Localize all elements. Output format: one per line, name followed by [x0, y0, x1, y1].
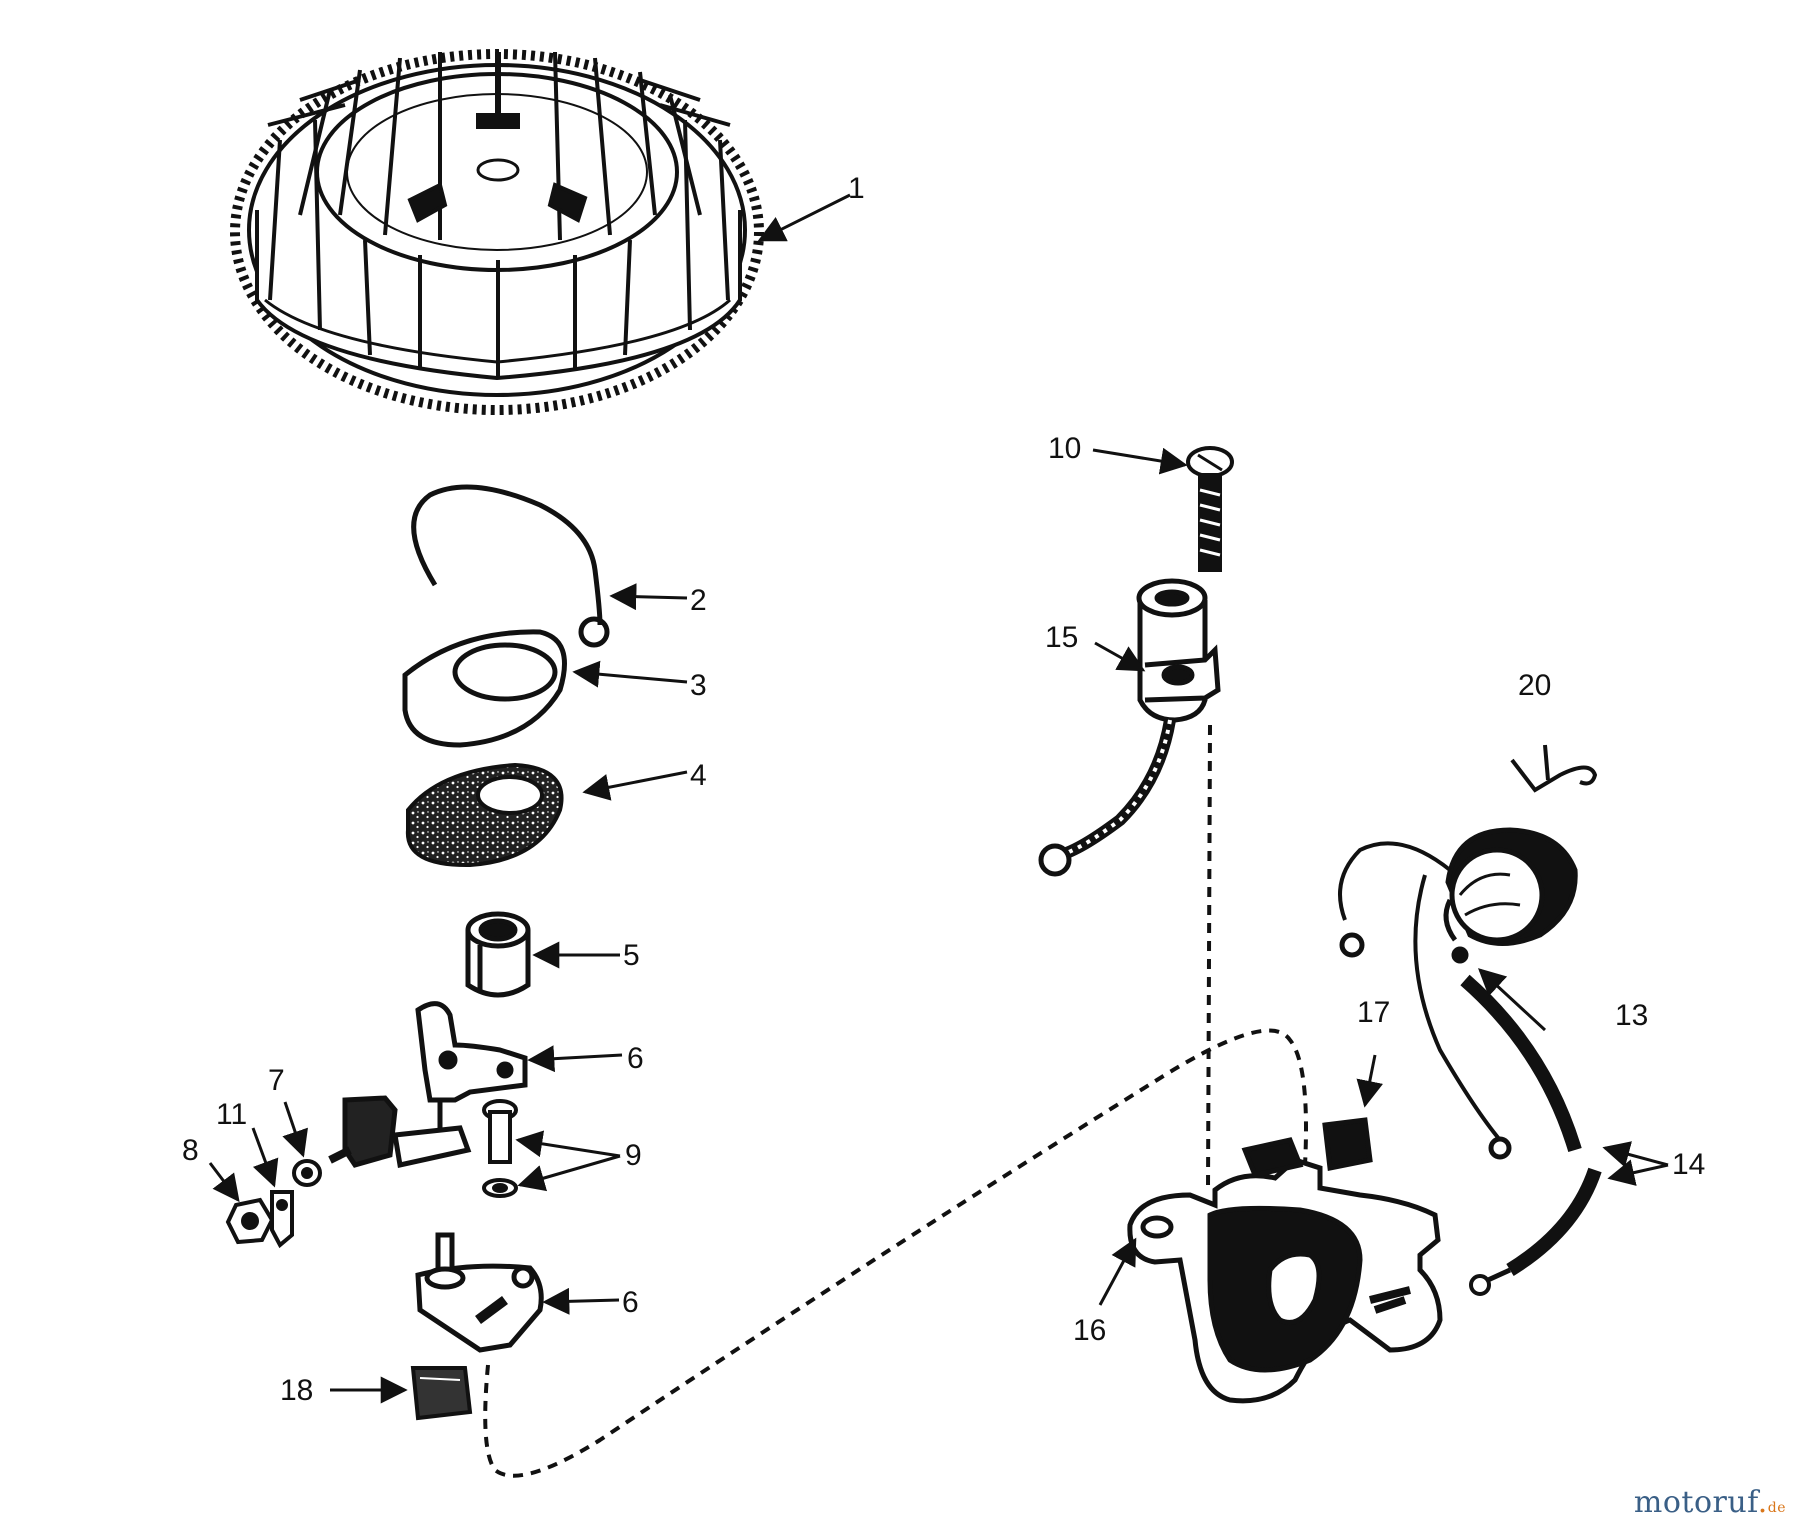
felt-washer-part — [405, 762, 564, 868]
callout-5: 5 — [623, 939, 640, 972]
top-screw-part — [1186, 446, 1234, 572]
callout-3: 3 — [690, 669, 707, 702]
callout-7: 7 — [268, 1064, 285, 1097]
callout-15: 15 — [1045, 621, 1078, 654]
wire-spring-part — [411, 484, 610, 648]
watermark-logo: motoruf.de — [1634, 1485, 1786, 1520]
callout-8: 8 — [182, 1134, 199, 1167]
condenser-part — [1038, 578, 1221, 877]
callout-6-plate: 6 — [622, 1286, 639, 1319]
callout-18: 18 — [280, 1374, 313, 1407]
bushing-part — [465, 911, 531, 998]
callout-11: 11 — [216, 1098, 247, 1131]
callout-17: 17 — [1357, 996, 1390, 1029]
callout-2: 2 — [690, 584, 707, 617]
callout-4: 4 — [690, 759, 707, 792]
pad-part — [410, 1366, 473, 1421]
watermark-tld: de — [1767, 1500, 1786, 1516]
cover-plate-part — [402, 629, 567, 748]
screw-washer-part — [482, 1099, 518, 1198]
callout-16: 16 — [1073, 1314, 1106, 1347]
nut-washer-terminal-parts — [225, 1159, 322, 1249]
leader-arrows — [208, 193, 1669, 1404]
breaker-arm-part — [328, 1001, 528, 1169]
ignition-coil-part — [1338, 827, 1578, 1160]
callout-labels: 1 2 3 4 5 6 6 7 8 9 10 11 13 14 15 16 17… — [182, 172, 1705, 1407]
callout-10: 10 — [1048, 432, 1081, 465]
callout-20: 20 — [1518, 669, 1551, 702]
spring-clip-part — [1510, 744, 1598, 793]
assembly-dashed-lines — [483, 724, 1308, 1478]
high-tension-lead-part — [1460, 974, 1602, 1296]
callout-14: 14 — [1672, 1148, 1705, 1181]
callout-9: 9 — [625, 1139, 642, 1172]
breaker-plate-part — [415, 1232, 544, 1353]
watermark-main: motoruf — [1633, 1485, 1758, 1520]
callout-13: 13 — [1615, 999, 1648, 1032]
callout-1: 1 — [848, 172, 865, 205]
callout-6-arm: 6 — [627, 1042, 644, 1075]
watermark-dot: . — [1757, 1485, 1768, 1520]
flywheel-part — [230, 49, 764, 415]
armature-bracket-part — [1127, 1117, 1443, 1404]
